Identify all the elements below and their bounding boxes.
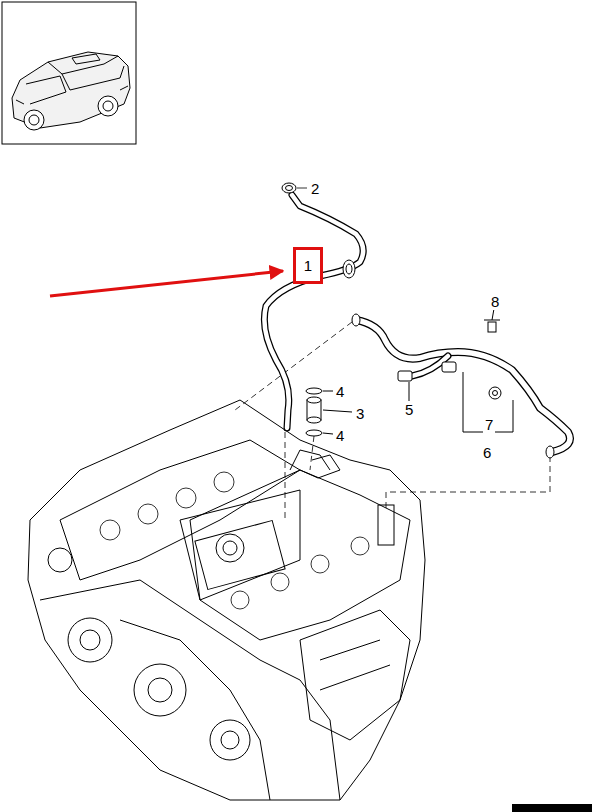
callout-number: 4 [334,427,346,444]
pointer-arrow [50,271,283,296]
group-bracket [409,372,513,432]
footer-bar [512,804,592,812]
engine-block [28,400,425,800]
callout-number: 6 [481,444,493,461]
bolt-boss [214,472,234,492]
callout-number: 7 [483,416,495,433]
bolt-boss [311,555,329,573]
breather-hose [264,195,363,428]
engine-detail [100,472,369,609]
callout-number: 2 [309,180,321,197]
bolt-boss [231,591,249,609]
callout-leader [297,188,307,189]
hose-connector [352,303,554,458]
callout-number: 1 [304,258,312,273]
callout-number: 8 [489,293,501,310]
callout-number: 4 [334,383,346,400]
bolt-boss [351,537,369,555]
bolt-boss [271,573,289,591]
vehicle-thumbnail [2,2,136,144]
vent-hose [356,320,570,452]
bolt-boss [176,488,196,508]
highlight-box: 1 [293,247,323,284]
bolt-boss [100,520,120,540]
callout-number: 5 [403,401,415,418]
callout-number: 3 [354,405,366,422]
bolt-boss [138,504,158,524]
